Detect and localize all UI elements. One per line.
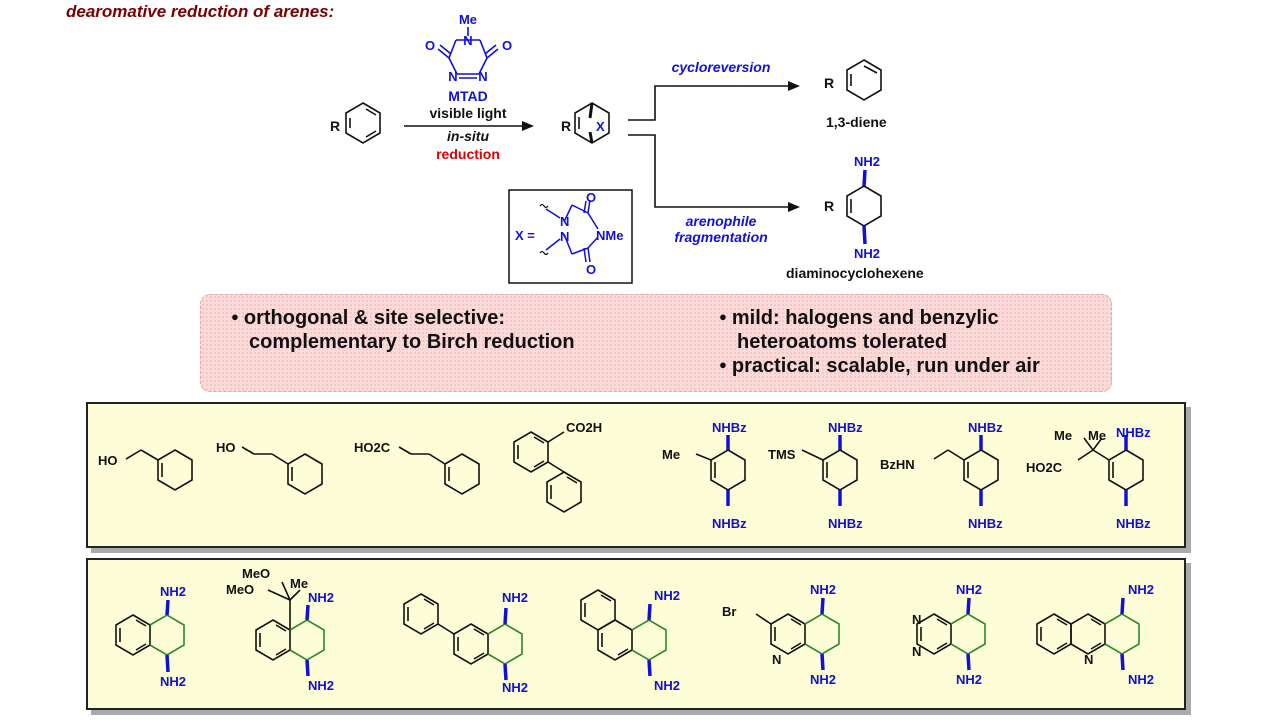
examples-row1-structures: HO HO HO2C CO2H Me TMS BzHN HO2C Me Me N… [98, 420, 1151, 531]
ex12-nh2-bottom: NH2 [654, 678, 680, 693]
ex12-nh2-top: NH2 [654, 588, 680, 603]
ex2-ho: HO [216, 440, 236, 455]
wavy-bond-bottom [539, 250, 549, 256]
arene-r-label: R [330, 118, 340, 134]
mtad-structure [437, 27, 499, 79]
arrow-label-arenophile: arenophile [686, 213, 757, 229]
examples-box-dienes: HO HO HO2C CO2H Me TMS BzHN HO2C Me Me N… [86, 402, 1186, 548]
condition-visible-light: visible light [429, 105, 506, 121]
ex11-nh2-bottom: NH2 [502, 680, 528, 695]
ex13-br: Br [722, 604, 736, 619]
ex8-me2: Me [1088, 428, 1106, 443]
ex11-nh2-top: NH2 [502, 590, 528, 605]
ex6-nhbz-bottom: NHBz [828, 516, 863, 531]
ex14-n-top: N [912, 612, 921, 627]
branch-arrows [628, 85, 790, 208]
ex15-nh2-bottom: NH2 [1128, 672, 1154, 687]
arrowhead-top [788, 81, 800, 91]
condition-in-situ: in-situ [447, 128, 489, 144]
ex4-co2h: CO2H [566, 420, 602, 435]
mtad-name-label: MTAD [448, 88, 487, 104]
arrowhead-bottom [788, 202, 800, 212]
ex5-nhbz-top: NHBz [712, 420, 747, 435]
feature-mild: ●mild: halogens and benzylic heteroatoms… [719, 307, 999, 353]
examples-box-diamines: NH2 NH2 NH2 NH2 NH2 NH2 NH2 NH2 NH2 NH2 … [86, 558, 1186, 710]
ex15-nh2-top: NH2 [1128, 582, 1154, 597]
ex14-n-bottom: N [912, 644, 921, 659]
urazole-n-top: N [560, 214, 569, 229]
features-box: ●orthogonal & site selective: complement… [200, 294, 1112, 392]
intermediate-r-label: R [561, 118, 571, 134]
ex14-nh2-bottom: NH2 [956, 672, 982, 687]
intermediate-x-label: X [596, 119, 605, 134]
arrow-label-cycloreversion: cycloreversion [672, 59, 771, 75]
ex10-meo-1: MeO [242, 566, 270, 581]
ex7-nhbz-bottom: NHBz [968, 516, 1003, 531]
bicyclic-intermediate [574, 102, 610, 144]
diaminocyclohexene-structure [846, 185, 882, 227]
ex9-nh2-bottom: NH2 [160, 674, 186, 689]
condition-reduction: reduction [436, 146, 500, 162]
ex10-me: Me [290, 576, 308, 591]
mtad-o-left: O [425, 38, 435, 53]
ex14-nh2-top: NH2 [956, 582, 982, 597]
ex8-ho2c: HO2C [1026, 460, 1063, 475]
ex10-meo-2: MeO [226, 582, 254, 597]
ex10-nh2-bottom: NH2 [308, 678, 334, 693]
mtad-n-top: N [463, 33, 472, 48]
urazole-o-top: O [586, 190, 596, 205]
x-equals-label: X = [515, 228, 535, 243]
ex8-nhbz-top: NHBz [1116, 425, 1151, 440]
ex9-nh2-top: NH2 [160, 584, 186, 599]
mtad-n-right: N [478, 69, 487, 84]
ex6-tms: TMS [768, 447, 796, 462]
arene-structure [345, 102, 381, 144]
ex13-nh2-bottom: NH2 [810, 672, 836, 687]
ex6-nhbz-top: NHBz [828, 420, 863, 435]
urazole-fragment [545, 199, 599, 263]
product-nh2-top: NH2 [854, 154, 880, 169]
urazole-o-bottom: O [586, 262, 596, 277]
urazole-nme: NMe [596, 228, 623, 243]
product-diene-label: 1,3-diene [826, 114, 887, 130]
ex5-nhbz-bottom: NHBz [712, 516, 747, 531]
ex5-me: Me [662, 447, 680, 462]
nh2-wedge-bottom [862, 225, 867, 245]
product-nh2-bottom: NH2 [854, 246, 880, 261]
feature-orthogonal: ●orthogonal & site selective: complement… [231, 307, 575, 353]
nh2-wedge-top [862, 169, 867, 187]
ex8-nhbz-bottom: NHBz [1116, 516, 1151, 531]
ex7-nhbz-top: NHBz [968, 420, 1003, 435]
arrow-label-fragmentation: fragmentation [674, 229, 767, 245]
urazole-n-bottom: N [560, 229, 569, 244]
ex15-n: N [1084, 652, 1093, 667]
main-arrowhead [522, 121, 534, 131]
mtad-o-right: O [502, 38, 512, 53]
ex3-ho2c: HO2C [354, 440, 391, 455]
diaminocyclohexene-r-label: R [824, 198, 834, 214]
diene-structure [846, 59, 882, 101]
ex10-nh2-top: NH2 [308, 590, 334, 605]
product-diaminocyclohexene-label: diaminocyclohexene [786, 265, 924, 281]
ex8-me1: Me [1054, 428, 1072, 443]
page-title: dearomative reduction of arenes: [66, 2, 335, 21]
examples-row2-structures: NH2 NH2 NH2 NH2 NH2 NH2 NH2 NH2 NH2 NH2 … [115, 566, 1154, 695]
feature-practical: ●practical: scalable, run under air [719, 355, 1040, 377]
ex1-ho: HO [98, 453, 118, 468]
ex13-n: N [772, 652, 781, 667]
ex13-nh2-top: NH2 [810, 582, 836, 597]
mtad-n-left: N [448, 69, 457, 84]
wavy-bond-top [539, 203, 549, 209]
diene-r-label: R [824, 75, 834, 91]
ex7-bzhn: BzHN [880, 457, 915, 472]
mtad-me-label: Me [459, 12, 477, 27]
reaction-scheme: Me N O O N N MTAD visible light in-situ … [330, 12, 924, 284]
x-definition-box [508, 189, 633, 284]
